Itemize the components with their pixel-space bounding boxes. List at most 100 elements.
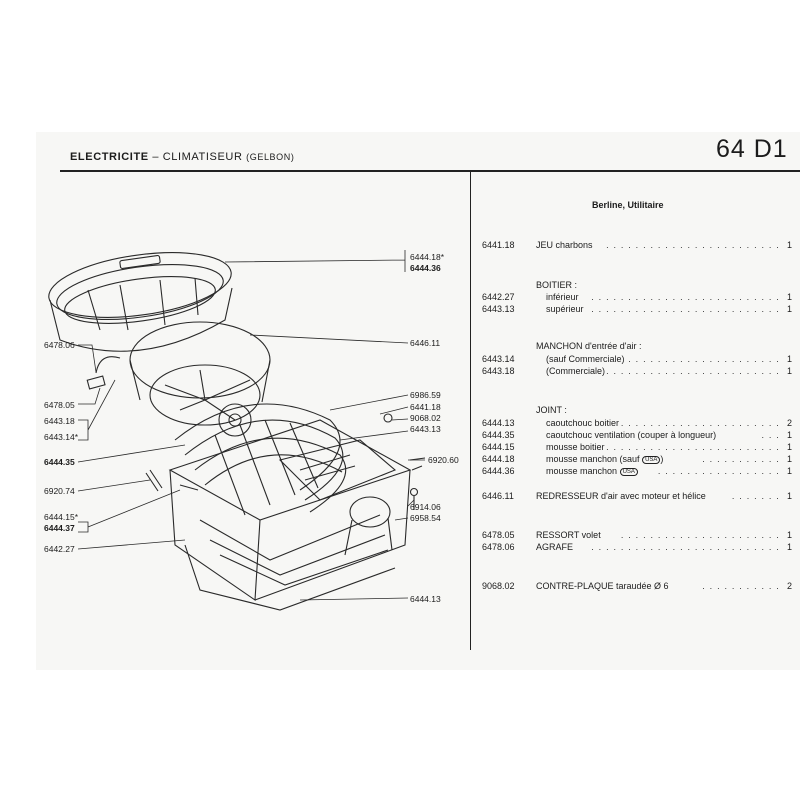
callout-6446-11: 6446.11 xyxy=(410,338,441,348)
list-item: 6446.11 REDRESSEUR d'air avec moteur et … xyxy=(482,490,794,502)
callout-6444-36: 6444.36 xyxy=(410,263,441,273)
callout-6444-37: 6444.37 xyxy=(44,523,75,533)
callout-6444-35: 6444.35 xyxy=(44,457,75,467)
list-item: 6444.13 caoutchouc boitier . . . . . . .… xyxy=(482,417,794,429)
leader-dots: . . . . . . . . . . . . . . . . . . . . … xyxy=(598,366,780,376)
part-number: 6443.13 xyxy=(482,304,515,314)
list-item: 6478.06 AGRAFE . . . . . . . . . . . . .… xyxy=(482,541,794,553)
column-divider xyxy=(470,172,472,650)
part-quantity: 1 xyxy=(786,530,792,540)
group-heading-text: MANCHON d'entrée d'air : xyxy=(536,341,642,351)
callout-6478-05: 6478.05 xyxy=(44,400,75,410)
callout-6920-60: 6920.60 xyxy=(428,455,459,465)
part-description: caoutchouc ventilation (couper à longueu… xyxy=(546,430,717,440)
part-quantity: 1 xyxy=(786,430,792,440)
list-item: 6443.18 (Commerciale) . . . . . . . . . … xyxy=(482,365,794,377)
part-quantity: 1 xyxy=(786,491,792,501)
callout-6914-06: 6914.06 xyxy=(410,502,441,512)
leader-dots: . . . . . . . . . . . xyxy=(702,581,780,591)
list-item: 6444.36 mousse manchon USA . . . . . . .… xyxy=(482,465,794,477)
callout-6958-54: 6958.54 xyxy=(410,513,441,523)
list-item: 6444.35 caoutchouc ventilation (couper à… xyxy=(482,429,794,441)
star-mark: * xyxy=(440,252,445,262)
callout-9068-02: 9068.02 xyxy=(410,413,441,423)
part-quantity: 1 xyxy=(786,354,792,364)
small-parts-drawing xyxy=(86,356,426,510)
callout-6443-18: 6443.18 xyxy=(44,416,75,426)
part-description: CONTRE-PLAQUE taraudée Ø 6 xyxy=(536,581,669,591)
leader-dots: . . . . . . . xyxy=(731,491,780,501)
part-description: supérieur xyxy=(546,304,584,314)
leader-dots: . . . . . . . . . . . . . . . . . . . . … xyxy=(598,442,780,452)
callout-6920-74: 6920.74 xyxy=(44,486,75,496)
header-separator: – xyxy=(152,151,160,163)
page-code: 64 D1 xyxy=(716,135,788,163)
list-item: 6441.18 JEU charbons . . . . . . . . . .… xyxy=(482,239,794,251)
star-mark: * xyxy=(74,512,79,522)
callout-6444-18: 6444.18* xyxy=(410,252,444,262)
maker-name: (GELBON) xyxy=(246,152,295,162)
callout-text: 6444.36 xyxy=(410,263,441,273)
list-item: 9068.02 CONTRE-PLAQUE taraudée Ø 6 . . .… xyxy=(482,580,794,592)
part-description: mousse manchon USA xyxy=(546,465,638,477)
part-number: 6446.11 xyxy=(482,491,514,501)
part-number: 6443.18 xyxy=(482,366,515,376)
part-quantity: 1 xyxy=(786,304,792,314)
part-number: 6444.15 xyxy=(482,442,515,452)
catalog-page xyxy=(36,132,800,670)
star-mark: * xyxy=(74,432,79,442)
callout-6478-06: 6478.06 xyxy=(44,340,75,350)
leader-dots: . . . . . . . . . . . . . . . . . . . . … xyxy=(591,304,780,314)
part-description: RESSORT volet xyxy=(536,530,601,540)
section-title: ELECTRICITE xyxy=(70,151,149,163)
callout-6444-15: 6444.15* xyxy=(44,512,78,522)
part-number: 9068.02 xyxy=(482,581,515,591)
part-description: mousse manchon (sauf USA) xyxy=(546,453,663,465)
part-description: mousse boitier xyxy=(546,442,605,452)
part-quantity: 1 xyxy=(786,542,792,552)
list-item: 6442.27 inférieur . . . . . . . . . . . … xyxy=(482,291,794,303)
part-number: 6444.13 xyxy=(482,418,515,428)
leader-dots: . . . . . . . . . . . . . . . . . xyxy=(657,466,780,476)
list-item: 6443.14 (sauf Commerciale) . . . . . . .… xyxy=(482,353,794,365)
part-number: 6478.05 xyxy=(482,530,515,540)
part-description: caoutchouc boitier xyxy=(546,418,620,428)
list-item: 6443.13 supérieur . . . . . . . . . . . … xyxy=(482,303,794,315)
part-number: 6444.18 xyxy=(482,454,515,464)
callout-6986-59: 6986.59 xyxy=(410,390,441,400)
description-tail: ) xyxy=(660,454,664,464)
part-description: REDRESSEUR d'air avec moteur et hélice xyxy=(536,491,706,501)
part-quantity: 1 xyxy=(786,442,792,452)
callout-text: 6443.14 xyxy=(44,432,75,442)
callout-text: 6444.35 xyxy=(44,457,75,467)
part-number: 6442.27 xyxy=(482,292,515,302)
leader-dots: . . . . . . . . . . . . . . . . . . . . … xyxy=(628,354,780,364)
part-quantity: 1 xyxy=(786,240,792,250)
part-description: (Commerciale) xyxy=(546,366,606,376)
exploded-diagram xyxy=(48,250,426,611)
leader-dots: . . . . . . . . . . . . . . . . . . . . … xyxy=(620,418,780,428)
air-filter-drawing xyxy=(48,252,233,352)
description-text: mousse manchon xyxy=(546,466,618,476)
callout-6441-18: 6441.18 xyxy=(410,402,441,412)
leader-dots: . . . . . . . . . . . . . . . . . . . . … xyxy=(591,542,780,552)
usa-badge: USA xyxy=(642,456,661,464)
part-number: 6444.36 xyxy=(482,466,515,476)
callout-6443-14: 6443.14* xyxy=(44,432,78,442)
part-number: 6478.06 xyxy=(482,542,515,552)
callout-6442-27: 6442.27 xyxy=(44,544,75,554)
part-number: 6444.35 xyxy=(482,430,515,440)
part-description: JEU charbons xyxy=(536,240,593,250)
part-description: AGRAFE xyxy=(536,542,574,552)
leader-dots: . . . . . . . . . . . xyxy=(702,454,780,464)
leader-dots: . . . xyxy=(761,430,780,440)
list-item: 6478.05 RESSORT volet . . . . . . . . . … xyxy=(482,529,794,541)
page-header: ELECTRICITE – CLIMATISEUR (GELBON) xyxy=(70,151,294,163)
usa-badge: USA xyxy=(619,468,638,476)
part-quantity: 1 xyxy=(786,466,792,476)
callout-6444-13: 6444.13 xyxy=(410,594,441,604)
grille-drawing xyxy=(174,403,347,516)
part-number: 6441.18 xyxy=(482,240,515,250)
leader-dots: . . . . . . . . . . . . . . . . . . . . … xyxy=(591,292,780,302)
description-text: mousse manchon (sauf xyxy=(546,454,640,464)
